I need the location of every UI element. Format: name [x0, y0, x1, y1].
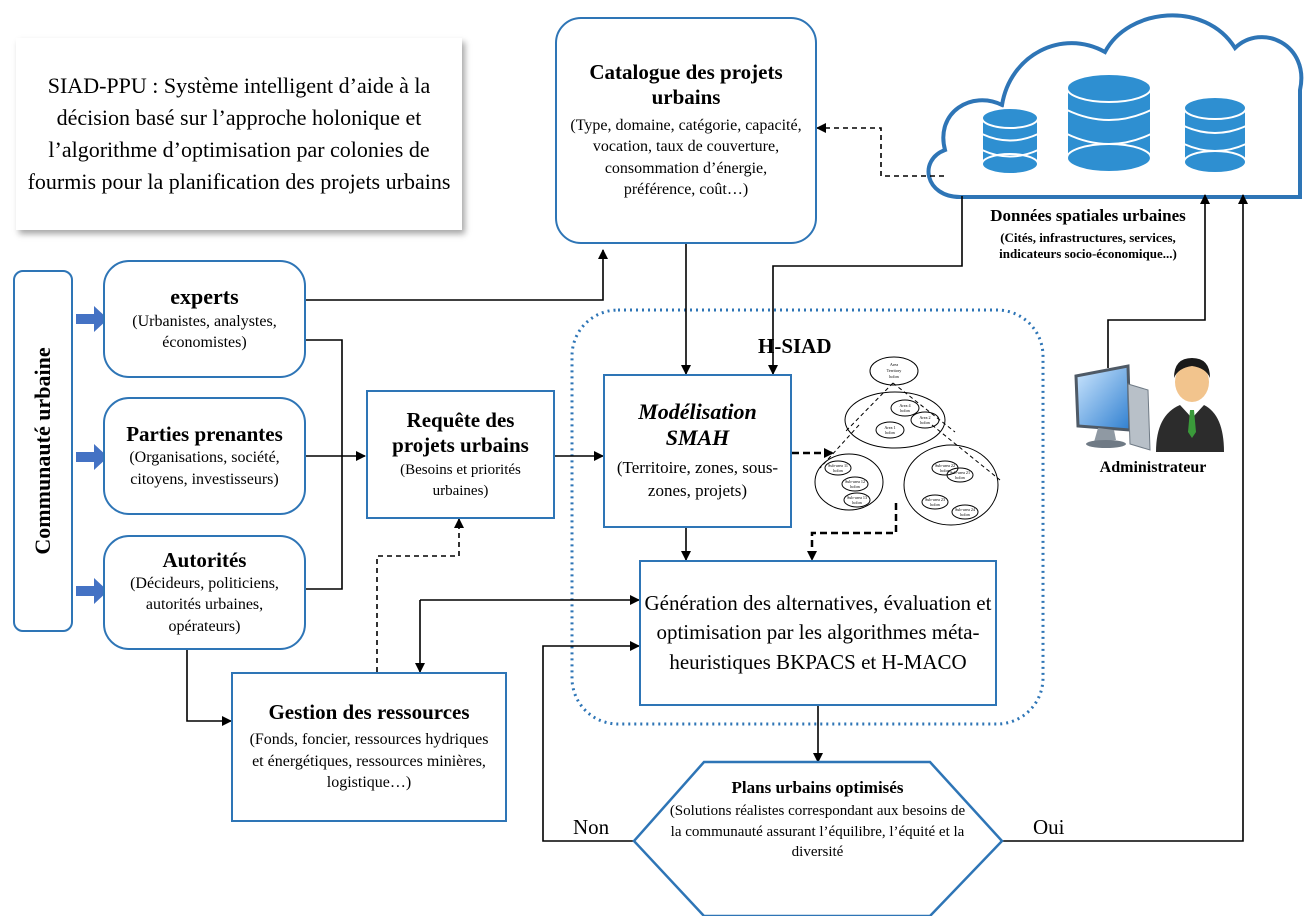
holon-subarea-label: Sub-area 11 [828, 463, 848, 468]
holon-subarea-label: Sub-area 13 [847, 495, 867, 500]
holon-structure: Area Territory holon Area 4 holon Area 2… [814, 356, 1001, 526]
holon-root-label: Territory [887, 368, 903, 373]
modelisation-title: Modélisation SMAH [638, 398, 757, 451]
holon-subarea-label: holon [930, 502, 940, 507]
modelisation-box: Modélisation SMAH (Territoire, zones, so… [603, 374, 792, 528]
catalogue-desc: (Type, domaine, catégorie, capacité, voc… [570, 116, 802, 199]
requete-desc: (Besoins et priorités urbaines) [400, 462, 521, 499]
holon-area-label: holon [900, 408, 910, 413]
donnees-to-modelisation [768, 196, 963, 375]
holon-root-label: Area [890, 362, 898, 367]
holon-area-label: Area 4 [899, 403, 911, 408]
autorites-title: Autorités [162, 547, 247, 572]
caption-text: SIAD-PPU : Système intelligent d’aide à … [27, 73, 451, 194]
plans-desc: (Solutions réalistes correspondant aux b… [669, 803, 966, 860]
gestion-desc: (Fonds, foncier, ressources hydriques et… [249, 731, 489, 792]
parties-desc: (Organisations, société, citoyens, inves… [129, 449, 280, 488]
diagram-caption: SIAD-PPU : Système intelligent d’aide à … [16, 38, 462, 230]
experts-to-catalogue [306, 249, 608, 301]
holon-subarea-label: Sub-area 22 [935, 463, 955, 468]
autorites-to-gestion [186, 650, 232, 726]
requete-box: Requête des projets urbains (Besoins et … [366, 390, 555, 519]
donnees-label: Données spatiales urbaines (Cités, infra… [970, 206, 1206, 262]
hsiad-label: H-SIAD [758, 334, 832, 358]
holon-subarea-label: Sub-area 21 [950, 470, 970, 475]
holons-to-generation [807, 503, 898, 561]
holon-subarea-label: Sub-area 12 [845, 479, 865, 484]
avatar [1156, 358, 1224, 452]
input-arrows [76, 306, 108, 604]
holon-root-label: holon [889, 374, 899, 379]
cloud-to-catalogue [816, 123, 944, 177]
admin-to-donnees [1107, 194, 1210, 368]
holon-subarea-label: holon [850, 484, 860, 489]
hsiad-container [570, 308, 1045, 726]
experts-desc: (Urbanistes, analystes, économistes) [132, 312, 277, 352]
holon-area-label: Area 2 [919, 415, 930, 420]
oui-label: Oui [1033, 815, 1065, 839]
computer-icon [1074, 364, 1151, 451]
generation-box: Génération des alternatives, évaluation … [639, 560, 997, 706]
donnees-title: Données spatiales urbaines [990, 206, 1186, 225]
holon-subarea-label: Sub-area 24 [955, 507, 976, 512]
oui-feedback [1002, 194, 1248, 842]
parties-title: Parties prenantes [126, 421, 283, 446]
experts-join [306, 339, 343, 590]
plans-title: Plans urbains optimisés [731, 778, 904, 797]
holon-subarea-label: Sub-area 23 [925, 497, 945, 502]
database-icon [981, 73, 1247, 175]
holon-subarea-label: holon [833, 468, 843, 473]
gestion-title: Gestion des ressources [268, 700, 470, 725]
plans-label: Plans urbains optimisés (Solutions réali… [660, 778, 975, 862]
communaute-label: Communauté urbaine [30, 347, 55, 555]
modelisation-desc: (Territoire, zones, sous-zones, projets) [616, 458, 779, 501]
generation-text: Génération des alternatives, évaluation … [644, 590, 992, 674]
experts-title: experts [170, 284, 239, 310]
plans-hexagon [632, 760, 1004, 916]
holon-area-label: holon [920, 420, 930, 425]
non-feedback [542, 641, 640, 842]
catalogue-box: Catalogue des projets urbains (Type, dom… [555, 17, 817, 244]
administrateur-label: Administrateur [1099, 459, 1207, 476]
autorites-box: Autorités (Décideurs, politiciens, autor… [103, 535, 306, 650]
parties-prenantes-box: Parties prenantes (Organisations, sociét… [103, 397, 306, 515]
autorites-desc: (Décideurs, politiciens, autorités urbai… [130, 574, 279, 635]
gestion-box: Gestion des ressources (Fonds, foncier, … [231, 672, 507, 822]
gestion-to-requete [376, 518, 464, 672]
holon-subarea-label: holon [852, 500, 862, 505]
holon-subarea-label: holon [955, 475, 965, 480]
catalogue-title: Catalogue des projets urbains [589, 60, 783, 110]
communaute-urbaine-box: Communauté urbaine [13, 270, 73, 632]
donnees-desc: (Cités, infrastructures, services, indic… [999, 230, 1177, 261]
holon-area-label: holon [885, 430, 895, 435]
holon-subarea-label: holon [960, 512, 970, 517]
requete-title: Requête des projets urbains [392, 408, 529, 458]
experts-box: experts (Urbanistes, analystes, économis… [103, 260, 306, 378]
non-label: Non [573, 815, 610, 839]
holon-area-label: Area 1 [884, 425, 895, 430]
holon-subarea-label: holon [940, 468, 950, 473]
